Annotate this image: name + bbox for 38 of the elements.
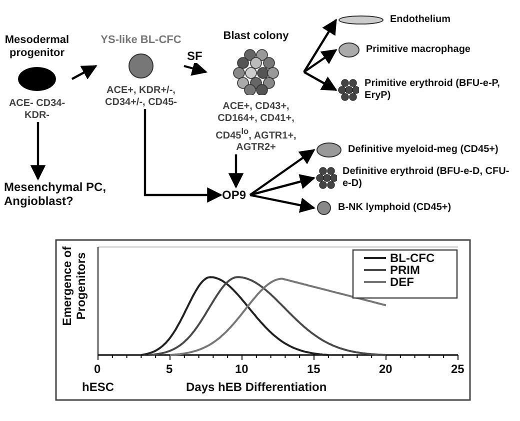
arrow bbox=[184, 60, 208, 76]
cell-type-label: B-NK lymphoid (CD45+) bbox=[338, 202, 452, 214]
cell-type-label: Definitive erythroid (BFU-e-D, CFU-e-D) bbox=[342, 166, 510, 190]
cell-type-label: Mesenchymal PC, Angioblast? bbox=[4, 180, 124, 208]
arrow bbox=[250, 194, 316, 213]
legend-label: PRIM bbox=[390, 264, 420, 276]
legend-label: DEF bbox=[390, 276, 414, 288]
marker-list: ACE+, CD43+, CD164+, CD41+, CD45$^{lo}$, AGTR1+, AGTR2+ bbox=[208, 101, 304, 154]
tick-label: 20 bbox=[379, 362, 392, 376]
arrow bbox=[71, 65, 98, 80]
axis-note: hESC bbox=[82, 380, 114, 394]
tick-label: 15 bbox=[307, 362, 320, 376]
cell-type-label: Primitive erythroid (BFU-e-P, EryP) bbox=[364, 78, 501, 102]
arrow bbox=[303, 71, 338, 91]
marker-list: ACE+, KDR+/-, CD34+/-, CD45- bbox=[98, 85, 184, 109]
cell-name: Blast colony bbox=[223, 30, 289, 43]
arrow bbox=[303, 49, 338, 73]
arrow bbox=[30, 122, 46, 181]
cell-type-label: Endothelium bbox=[390, 14, 451, 26]
cell-name: Mesodermal progenitor bbox=[4, 34, 70, 60]
axis-title: Days hEB Differentiation bbox=[186, 380, 327, 394]
arrow bbox=[144, 109, 223, 203]
arrow bbox=[303, 18, 337, 73]
arrow bbox=[228, 154, 244, 189]
tick-label: 25 bbox=[451, 362, 464, 376]
tick-label: 10 bbox=[235, 362, 248, 376]
cell-name: YS-like BL-CFC bbox=[100, 34, 182, 47]
legend-label: BL-CFC bbox=[390, 252, 435, 264]
axis-title: Emergence of Progenitors bbox=[60, 245, 88, 328]
tick-label: 0 bbox=[94, 362, 101, 376]
edge-label: SF bbox=[187, 50, 202, 63]
marker-list: ACE- CD34- KDR- bbox=[2, 98, 72, 122]
cell-type-label: OP9 bbox=[222, 188, 250, 202]
cell-type-label: Definitive myeloid-meg (CD45+) bbox=[348, 144, 498, 156]
tick-label: 5 bbox=[166, 362, 173, 376]
arrow bbox=[249, 149, 316, 196]
cell-type-label: Primitive macrophage bbox=[366, 44, 470, 56]
arrow bbox=[250, 174, 316, 196]
